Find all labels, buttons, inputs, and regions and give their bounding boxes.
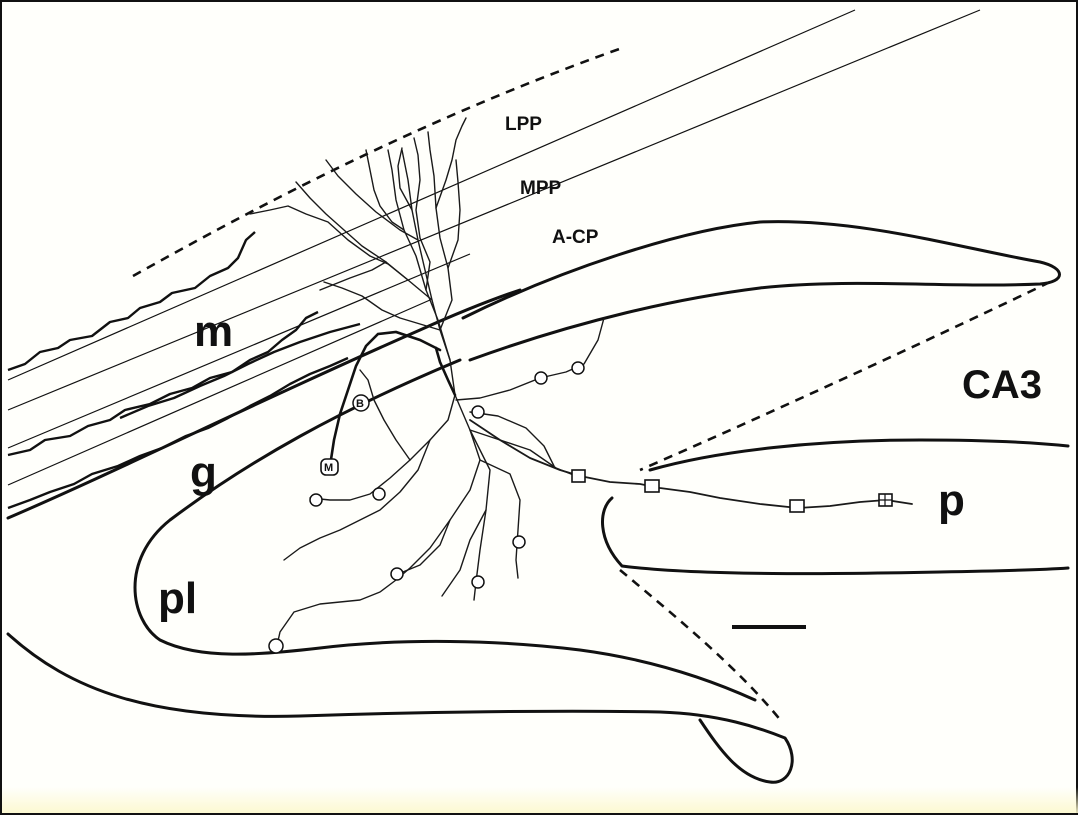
bouton-square	[790, 500, 804, 512]
marker-b: B	[353, 395, 369, 411]
svg-text:B: B	[356, 398, 364, 410]
svg-text:M: M	[324, 462, 333, 474]
marker-m: M	[321, 459, 338, 475]
ca3-dashed-boundaries	[620, 282, 1050, 722]
label-ca3: CA3	[962, 363, 1042, 407]
mossy-fiber-axon	[330, 332, 912, 508]
laminar-wavy-boundaries	[8, 232, 360, 508]
ca3-pyramidal-lower-edge	[603, 498, 1068, 574]
label-g: g	[190, 448, 217, 497]
label-p: p	[938, 476, 965, 525]
granule-cell-layer-boundary	[8, 290, 520, 518]
label-mpp: MPP	[520, 178, 562, 199]
hippocampal-fissure-line	[133, 48, 622, 276]
polymorphic-layer-boundary	[135, 360, 755, 700]
label-lpp: LPP	[505, 114, 542, 135]
label-pl: pl	[158, 574, 197, 623]
perforant-path-lines	[8, 10, 980, 485]
ca3-pyramidal-upper-edge	[650, 440, 1068, 470]
bouton-square	[572, 470, 585, 482]
bouton-square	[645, 480, 659, 492]
label-acp: A-CP	[552, 227, 599, 248]
outer-blade-boundary	[8, 634, 792, 782]
label-m: m	[194, 307, 233, 356]
